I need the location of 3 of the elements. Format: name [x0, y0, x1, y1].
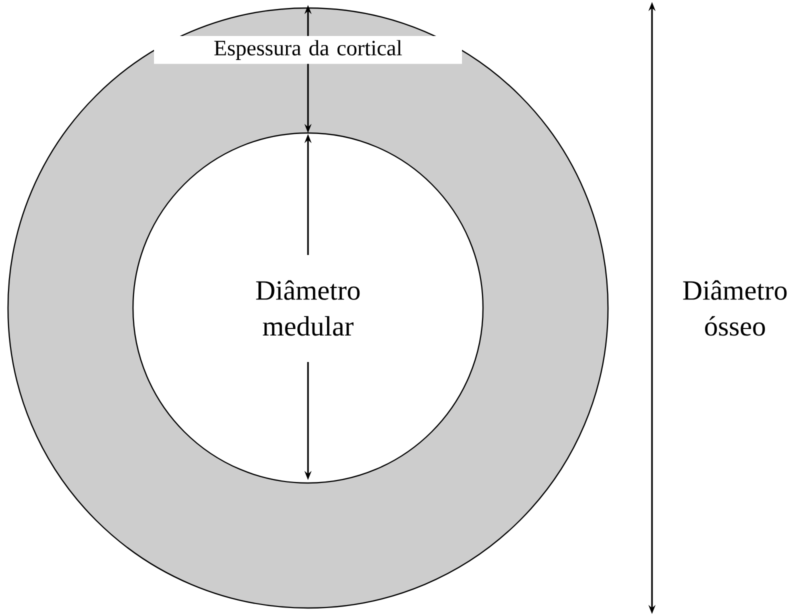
- dimension-label: Espessura da cortical: [154, 36, 462, 64]
- dimension-label: Diâmetro ósseo: [683, 280, 787, 336]
- dimension-label: Diâmetro medular: [256, 280, 360, 336]
